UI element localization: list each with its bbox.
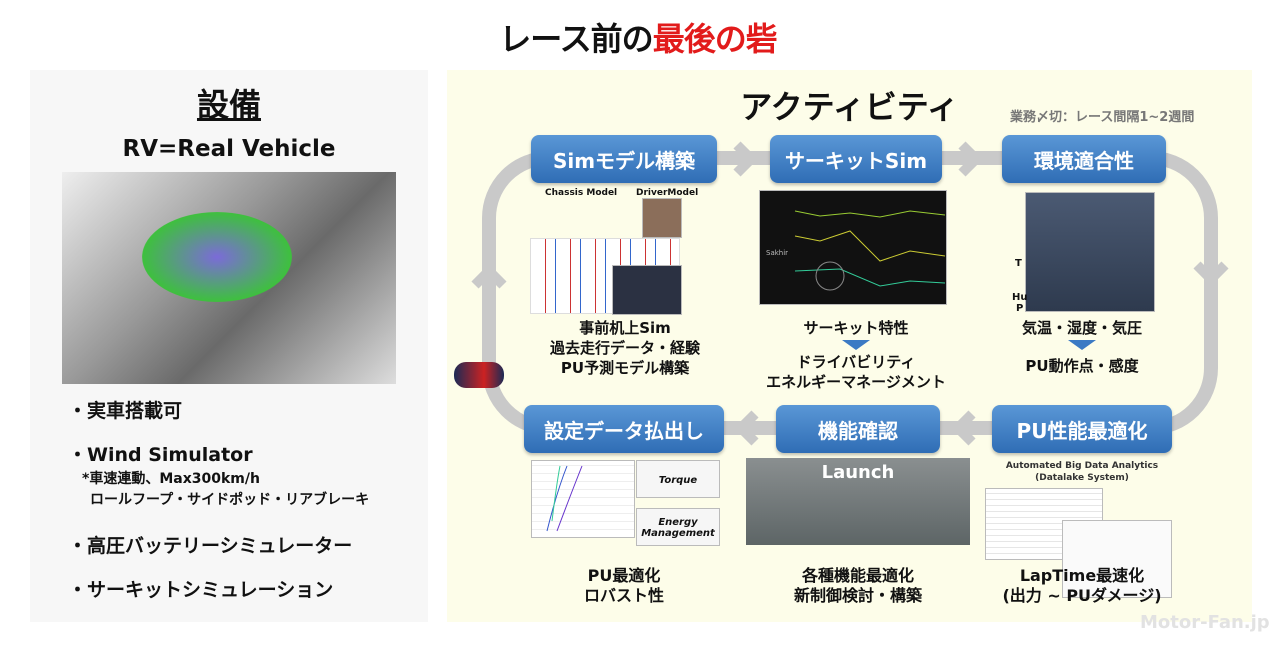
image-label: Energy <box>658 517 698 528</box>
step-caption: サーキット特性 <box>803 319 909 337</box>
down-arrow-icon <box>1068 340 1096 350</box>
step-sim-model: Simモデル構築 <box>531 135 717 183</box>
activity-heading: アクティビティ <box>740 88 959 126</box>
image-label: DriverModel <box>636 188 699 198</box>
slide-title: レース前の最後の砦 <box>0 14 1276 60</box>
image-label: Hu <box>1012 292 1028 303</box>
circuit-sim-image: Sakhir <box>759 190 947 305</box>
title-highlight: 最後の砦 <box>652 20 778 58</box>
caption-line: LapTime最速化 <box>1019 566 1145 585</box>
equipment-subtitle: RV=Real Vehicle <box>122 136 336 162</box>
bullet-item: ・実車搭載可 <box>68 400 183 422</box>
wind-note: ロールフープ・サイドポッド・リアブレーキ <box>90 492 370 508</box>
caption-line: ロバスト性 <box>583 586 664 605</box>
settings-chart-image <box>531 460 635 538</box>
result-line: ドライバビリティ <box>796 353 916 371</box>
analytics-screenshot <box>1062 520 1172 598</box>
image-label: Torque <box>658 475 698 486</box>
vehicle-rig-image <box>62 172 396 384</box>
race-car-icon <box>454 362 504 388</box>
image-label: T <box>1015 258 1022 269</box>
driver-photo <box>612 265 682 315</box>
datalake-label: Automated Big Data Analytics (Datalake Sy… <box>992 460 1172 484</box>
step-circuit-sim: サーキットSim <box>770 135 942 183</box>
watermark: Motor-Fan.jp <box>1140 612 1270 633</box>
equipment-heading: 設備 <box>196 86 261 124</box>
step-caption: 各種機能最適化新制御検討・構築 <box>756 566 960 606</box>
driver-model-photo <box>642 198 682 238</box>
car-model-shape <box>142 212 292 302</box>
step-caption: 気温・湿度・気圧 <box>1021 319 1142 337</box>
caption-line: 事前机上Sim <box>579 319 671 337</box>
down-arrow-icon <box>842 340 870 350</box>
caption-line: 新制御検討・構築 <box>793 586 922 605</box>
image-label: (Datalake System) <box>1035 473 1129 483</box>
step-caption: PU最適化ロバスト性 <box>524 566 724 606</box>
image-label: Chassis Model <box>545 188 618 198</box>
telemetry-traces <box>794 210 946 291</box>
step-caption: 事前机上Sim 過去走行データ・経験 PU予測モデル構築 <box>530 318 720 378</box>
step-pu-optimize: PU性能最適化 <box>992 405 1172 453</box>
bullet-item: ・Wind Simulator <box>68 444 253 466</box>
bullet-item: ・サーキットシミュレーション <box>68 579 334 601</box>
step-result: PU動作点・感度 <box>1025 357 1139 375</box>
result-line: エネルギーマネージメント <box>766 373 946 391</box>
image-label: Sakhir <box>766 249 789 257</box>
launch-photo: Launch <box>746 458 970 545</box>
image-label: Launch <box>821 462 895 483</box>
image-label: Management <box>641 528 715 539</box>
curve-lines <box>546 465 583 532</box>
weather-forecast-image <box>1025 192 1155 312</box>
torque-table: Torque <box>636 460 720 498</box>
caption-line: (出力 ~ PUダメージ) <box>1002 586 1162 605</box>
bullet-item: ・高圧バッテリーシミュレーター <box>68 535 353 557</box>
step-environment: 環境適合性 <box>1002 135 1166 183</box>
step-settings-output: 設定データ払出し <box>524 405 724 453</box>
image-label: Automated Big Data Analytics <box>1005 461 1159 471</box>
caption-line: PU最適化 <box>587 566 661 585</box>
title-part1: レース前の <box>499 20 653 58</box>
wind-note: *車速連動、Max300km/h <box>82 471 260 487</box>
step-caption: LapTime最速化(出力 ~ PUダメージ) <box>982 566 1182 606</box>
caption-line: 過去走行データ・経験 <box>549 339 700 357</box>
image-label: P <box>1016 303 1024 314</box>
step-result: ドライバビリティエネルギーマネージメント <box>740 352 972 392</box>
caption-line: PU予測モデル構築 <box>560 359 690 377</box>
caption-line: 各種機能最適化 <box>801 566 914 585</box>
step-function-check: 機能確認 <box>776 405 940 453</box>
deadline-note: 業務〆切：レース間隔1~2週間 <box>1010 110 1195 125</box>
